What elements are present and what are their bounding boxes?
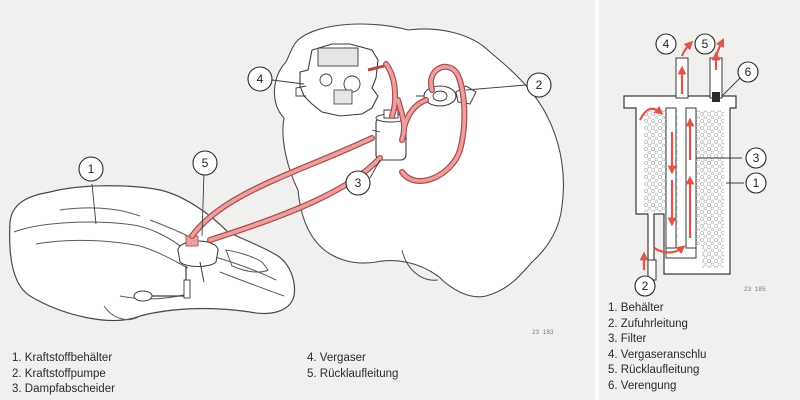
svg-text:6: 6 bbox=[745, 65, 752, 79]
legend-item: 4. Vergaser bbox=[307, 352, 366, 364]
legend-item: 5. Rücklaufleitung bbox=[608, 364, 700, 376]
callout-r5: 5 bbox=[694, 33, 716, 55]
svg-text:3: 3 bbox=[753, 151, 760, 165]
svg-text:4: 4 bbox=[257, 72, 264, 86]
callout-r3: 3 bbox=[745, 147, 767, 169]
legend-left-col1: 1. Kraftstoffbehälter 2. Kraftstoffpumpe… bbox=[12, 351, 115, 398]
separator-cross-section bbox=[623, 57, 737, 281]
carburettor bbox=[295, 43, 385, 117]
svg-text:1: 1 bbox=[753, 176, 760, 190]
svg-text:2: 2 bbox=[536, 78, 543, 92]
callout-2: 2 bbox=[526, 72, 552, 98]
leader-lines bbox=[91, 79, 527, 237]
svg-text:5: 5 bbox=[202, 156, 209, 170]
legend-item: 4. Vergaseranschlu bbox=[608, 348, 707, 361]
legend-left-col2: 4. Vergaser 5. Rücklaufleitung bbox=[307, 351, 398, 382]
legend-item: 1. Kraftstoffbehälter bbox=[12, 352, 113, 364]
svg-text:3: 3 bbox=[355, 176, 362, 190]
legend-item: 6. Verengung bbox=[608, 379, 677, 392]
figure-code-right: 23 185 bbox=[744, 286, 766, 293]
svg-text:1: 1 bbox=[88, 162, 95, 176]
svg-text:5: 5 bbox=[702, 37, 709, 51]
legend-item: 1. Behälter bbox=[608, 302, 664, 314]
fuel-tank bbox=[9, 185, 296, 322]
legend-item: 2. Zufuhrleitung bbox=[608, 317, 688, 330]
callout-4: 4 bbox=[247, 66, 273, 92]
callout-r1: 1 bbox=[745, 172, 767, 194]
figure-code-left: 23 183 bbox=[532, 329, 554, 336]
legend-item: 3. Dampfabscheider bbox=[12, 383, 115, 395]
callout-r6: 6 bbox=[737, 61, 759, 83]
callout-1: 1 bbox=[78, 156, 104, 182]
flow-arrows bbox=[639, 38, 724, 270]
callout-5: 5 bbox=[192, 150, 218, 176]
legend-item: 2. Kraftstoffpumpe bbox=[12, 367, 106, 380]
callout-r4: 4 bbox=[655, 33, 677, 55]
legend-item: 5. Rücklaufleitung bbox=[307, 367, 399, 380]
callout-r2: 2 bbox=[634, 275, 656, 297]
legend-right: 1. Behälter 2. Zufuhrleitung 3. Filter 4… bbox=[608, 301, 706, 394]
fuel-hoses bbox=[189, 61, 468, 243]
svg-text:2: 2 bbox=[642, 279, 649, 293]
callout-3: 3 bbox=[345, 170, 371, 196]
svg-text:4: 4 bbox=[663, 37, 670, 51]
panel-divider bbox=[595, 0, 599, 400]
legend-item: 3. Filter bbox=[608, 333, 647, 345]
tank-fuel-sender bbox=[133, 235, 219, 302]
